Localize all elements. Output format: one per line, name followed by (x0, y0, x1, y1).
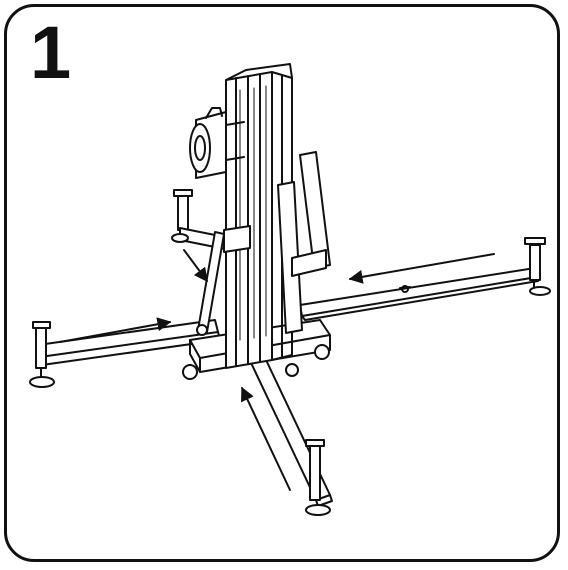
arrow-front-outrigger (241, 386, 291, 491)
front-outrigger (243, 342, 333, 516)
right-outrigger (299, 237, 551, 321)
winch (189, 107, 245, 179)
arrow-left-outrigger (59, 317, 172, 343)
lift-mast (225, 63, 293, 369)
arrow-right-outrigger (348, 253, 495, 284)
arrow-rear-strut (183, 249, 208, 283)
side-extension (223, 151, 331, 334)
step-number: 1 (30, 11, 72, 94)
